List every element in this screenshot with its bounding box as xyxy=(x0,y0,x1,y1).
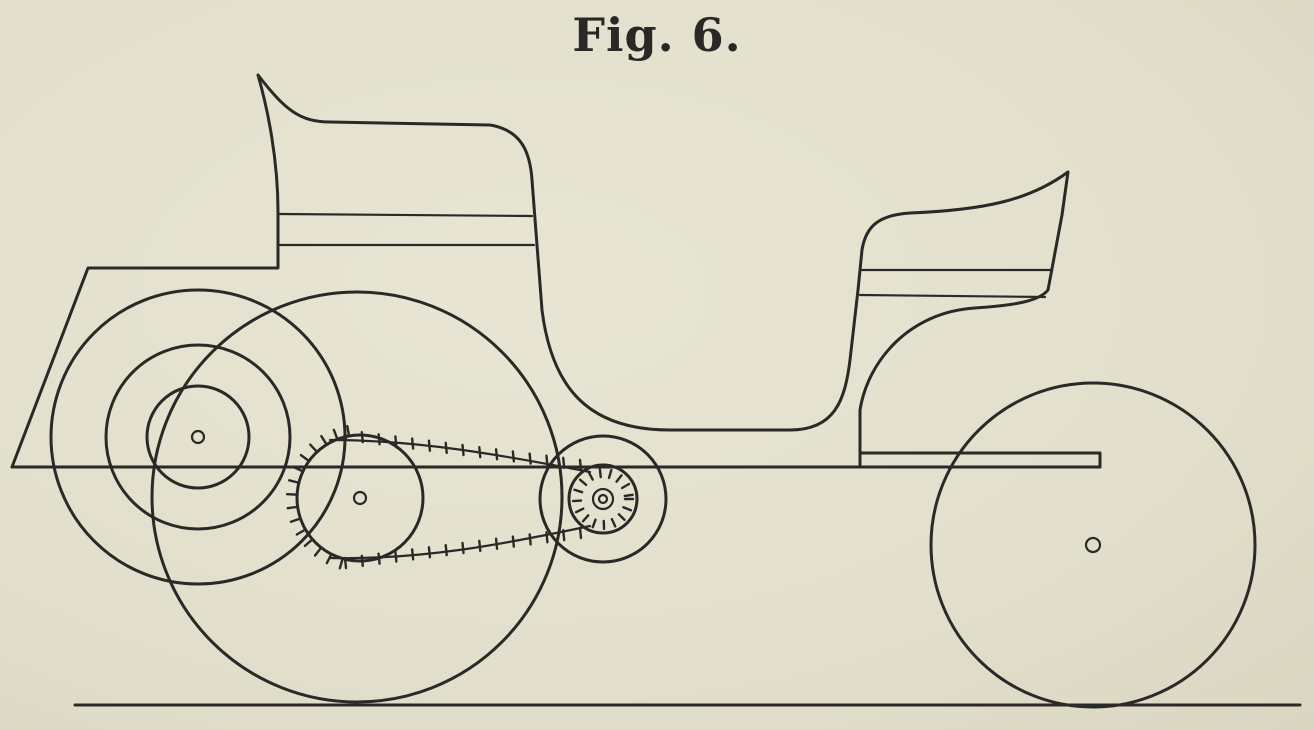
chain-tooth xyxy=(528,452,532,465)
chain-tooth xyxy=(285,492,299,496)
carriage-body xyxy=(10,73,1070,469)
chain-tooth xyxy=(610,517,617,528)
chain-tooth xyxy=(598,467,602,479)
rear-seat-rail-bottom xyxy=(858,293,1047,299)
chain-tooth xyxy=(562,528,566,542)
chain-tooth xyxy=(444,441,448,455)
chain-upper-run xyxy=(328,438,592,474)
chain-tooth xyxy=(325,552,333,565)
chain-tooth xyxy=(615,474,623,483)
chain-tooth xyxy=(360,554,364,568)
chain-tooth xyxy=(309,443,319,454)
chain-tooth xyxy=(295,528,307,536)
front-seat-rail-top xyxy=(278,212,534,218)
chain-tooth xyxy=(289,517,302,523)
chain-tooth xyxy=(377,433,381,446)
chain-tooth xyxy=(303,538,314,548)
chain-tooth xyxy=(427,439,432,452)
chain-tooth xyxy=(617,513,626,522)
chain-tooth xyxy=(545,454,549,467)
large-drive-wheel xyxy=(150,290,564,704)
chain-tooth xyxy=(578,458,583,472)
chain-tooth xyxy=(478,539,482,553)
rear-frame-extension xyxy=(858,451,1102,469)
chain-tooth xyxy=(494,537,499,550)
chain-tooth xyxy=(528,533,532,546)
chain-tooth xyxy=(346,424,351,438)
chain-tooth xyxy=(444,543,448,557)
chain-tooth xyxy=(571,499,583,503)
chain-tooth xyxy=(620,482,631,490)
chain-tooth xyxy=(545,531,549,544)
chain-tooth xyxy=(607,468,613,480)
chain-teeth xyxy=(285,424,635,570)
chain-tooth xyxy=(581,514,590,523)
chain-tooth xyxy=(360,430,364,444)
chain-tooth xyxy=(578,526,583,540)
drive-sprocket xyxy=(295,433,425,563)
chain-tooth xyxy=(410,548,415,561)
chain-tooth xyxy=(292,465,305,473)
chain-tooth xyxy=(578,478,588,487)
chain-tooth xyxy=(622,506,633,512)
chain-tooth xyxy=(332,428,339,441)
chain-tooth xyxy=(343,556,348,570)
chain-tooth xyxy=(511,535,516,548)
chain-tooth xyxy=(286,505,299,510)
chain-tooth xyxy=(377,552,381,565)
front-wheel xyxy=(929,381,1257,709)
chain-tooth xyxy=(320,434,328,446)
chain-tooth xyxy=(511,450,516,463)
chain-tooth xyxy=(562,456,566,470)
chain-tooth xyxy=(461,443,465,457)
chain-tooth xyxy=(313,546,323,557)
chain-tooth xyxy=(299,453,311,463)
chain-tooth xyxy=(623,493,634,498)
engine-flywheel xyxy=(49,288,347,586)
small-sprocket xyxy=(538,434,668,564)
chain-tooth xyxy=(591,518,597,529)
chain-tooth xyxy=(574,507,585,514)
chain-tooth xyxy=(587,471,594,481)
chain-tooth xyxy=(573,488,584,494)
chain-tooth xyxy=(343,428,348,442)
chain-tooth xyxy=(461,541,465,555)
chain-tooth xyxy=(394,550,398,563)
chain-tooth xyxy=(478,445,482,459)
chain-tooth xyxy=(427,546,432,559)
figure-title: Fig. 6. xyxy=(572,8,742,62)
chain-tooth xyxy=(394,435,398,448)
chain-tooth xyxy=(410,437,415,450)
chain-tooth xyxy=(287,479,301,484)
chain-tooth xyxy=(494,448,499,461)
chain-tooth xyxy=(338,557,344,570)
chain-lower-run xyxy=(328,524,592,560)
